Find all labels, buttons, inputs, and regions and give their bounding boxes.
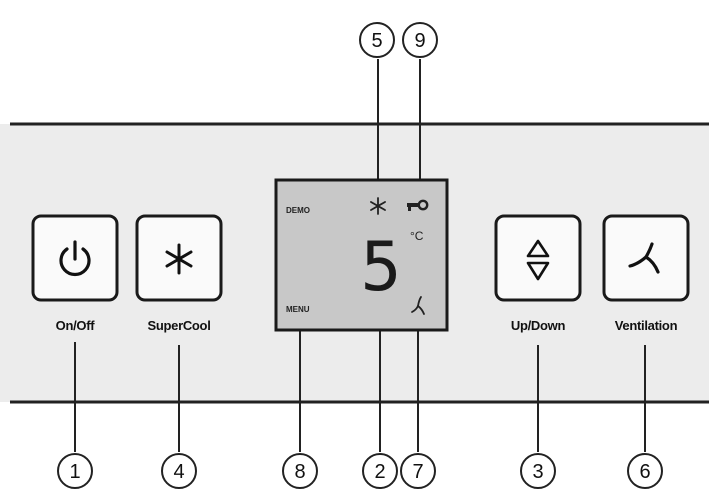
key-lock-icon <box>407 199 429 211</box>
svg-text:5: 5 <box>371 30 382 52</box>
svg-text:8: 8 <box>294 461 305 483</box>
callout-3: 3 <box>520 453 556 489</box>
supercool-button[interactable] <box>135 214 223 302</box>
callout-9: 9 <box>402 22 438 58</box>
ventilation-label: Ventilation <box>615 318 678 333</box>
callout-1: 1 <box>57 453 93 489</box>
fan-icon <box>628 242 660 274</box>
lcd-display: DEMO MENU 5 °C <box>274 178 449 332</box>
supercool-label: SuperCool <box>147 318 210 333</box>
svg-text:6: 6 <box>639 461 650 483</box>
leader-lines <box>74 59 646 452</box>
up-down-arrows-icon <box>526 239 550 281</box>
callout-7: 7 <box>400 453 436 489</box>
callout-5: 5 <box>359 22 395 58</box>
unit-label: °C <box>410 229 424 243</box>
updown-label: Up/Down <box>511 318 566 333</box>
onoff-label: On/Off <box>56 318 96 333</box>
svg-text:4: 4 <box>173 461 184 483</box>
demo-label: DEMO <box>286 206 310 215</box>
onoff-button[interactable] <box>31 214 119 302</box>
callout-8: 8 <box>282 453 318 489</box>
snowflake-indicator-icon <box>370 197 386 215</box>
svg-text:3: 3 <box>532 461 543 483</box>
menu-label: MENU <box>286 305 310 314</box>
svg-text:9: 9 <box>414 30 425 52</box>
snowflake-icon <box>165 243 193 275</box>
updown-button[interactable] <box>494 214 582 302</box>
callout-4: 4 <box>161 453 197 489</box>
svg-text:7: 7 <box>412 461 423 483</box>
svg-text:2: 2 <box>374 461 385 483</box>
fan-indicator-icon <box>411 296 425 315</box>
temperature-digit: 5 <box>361 228 402 307</box>
power-icon <box>59 240 91 277</box>
ventilation-button[interactable] <box>602 214 690 302</box>
svg-text:1: 1 <box>69 461 80 483</box>
callout-2: 2 <box>362 453 398 489</box>
callout-6: 6 <box>627 453 663 489</box>
